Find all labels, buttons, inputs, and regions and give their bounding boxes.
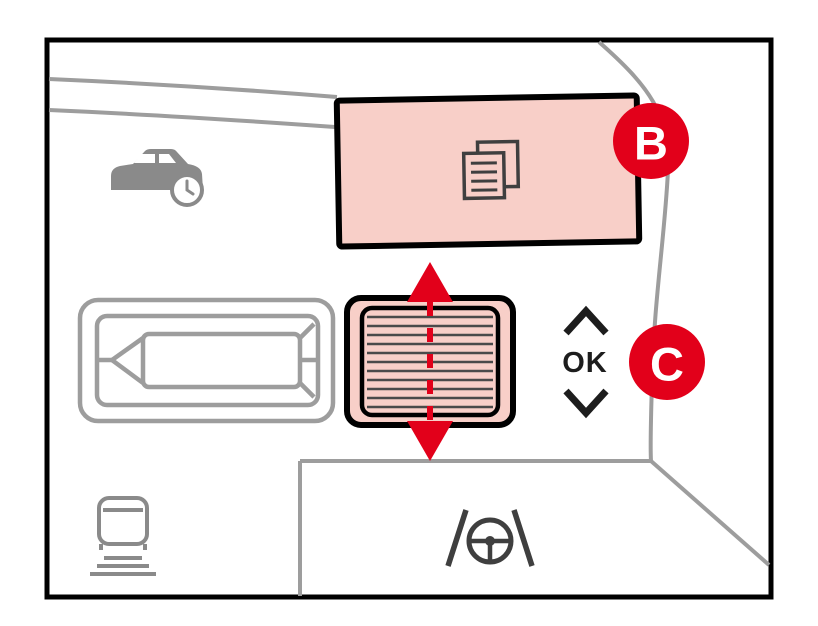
rocker-right-facets bbox=[298, 322, 317, 399]
rocker-outer-bezel bbox=[77, 297, 336, 424]
steering-wheel-rim bbox=[466, 517, 514, 565]
keypad-symbols: OK bbox=[562, 305, 609, 419]
car-speedometer-icon bbox=[111, 149, 204, 207]
ok-label: OK bbox=[562, 347, 608, 379]
marker-b-label: B bbox=[634, 117, 668, 170]
steering-assist-icon bbox=[445, 509, 535, 567]
scroll-up-arrow-icon bbox=[407, 262, 453, 302]
chevron-down-icon bbox=[563, 388, 609, 419]
distance-alert-icon bbox=[90, 496, 156, 576]
scroll-direction-indicator bbox=[407, 262, 453, 461]
marker-c: C bbox=[629, 324, 705, 400]
panel-seam-line bbox=[597, 40, 671, 462]
car-rear-wheels bbox=[99, 544, 147, 550]
clock-hands bbox=[185, 179, 195, 196]
panel-seam-line bbox=[649, 459, 771, 567]
steering-wheel-hub bbox=[485, 536, 495, 546]
marker-c-label: C bbox=[650, 338, 684, 391]
panel-seam-line bbox=[48, 108, 336, 129]
distance-bars bbox=[90, 556, 156, 576]
pages-icon-text-lines bbox=[470, 161, 498, 192]
panel-seam-lines bbox=[48, 40, 771, 596]
car-window bbox=[134, 154, 155, 163]
car-rear-outline bbox=[97, 496, 149, 546]
trip-computer-button bbox=[333, 92, 643, 250]
lane-lines bbox=[445, 509, 535, 567]
marker-b-circle bbox=[613, 103, 689, 179]
scroll-down-arrow-icon bbox=[407, 421, 453, 461]
trip-pages-icon bbox=[461, 139, 521, 201]
marker-b: B bbox=[613, 103, 689, 179]
car-window bbox=[159, 154, 176, 163]
panel-seam-line bbox=[48, 77, 338, 99]
marker-c-circle bbox=[629, 324, 705, 400]
chevron-up-icon bbox=[563, 305, 609, 336]
blank-rocker-switch bbox=[77, 297, 336, 424]
